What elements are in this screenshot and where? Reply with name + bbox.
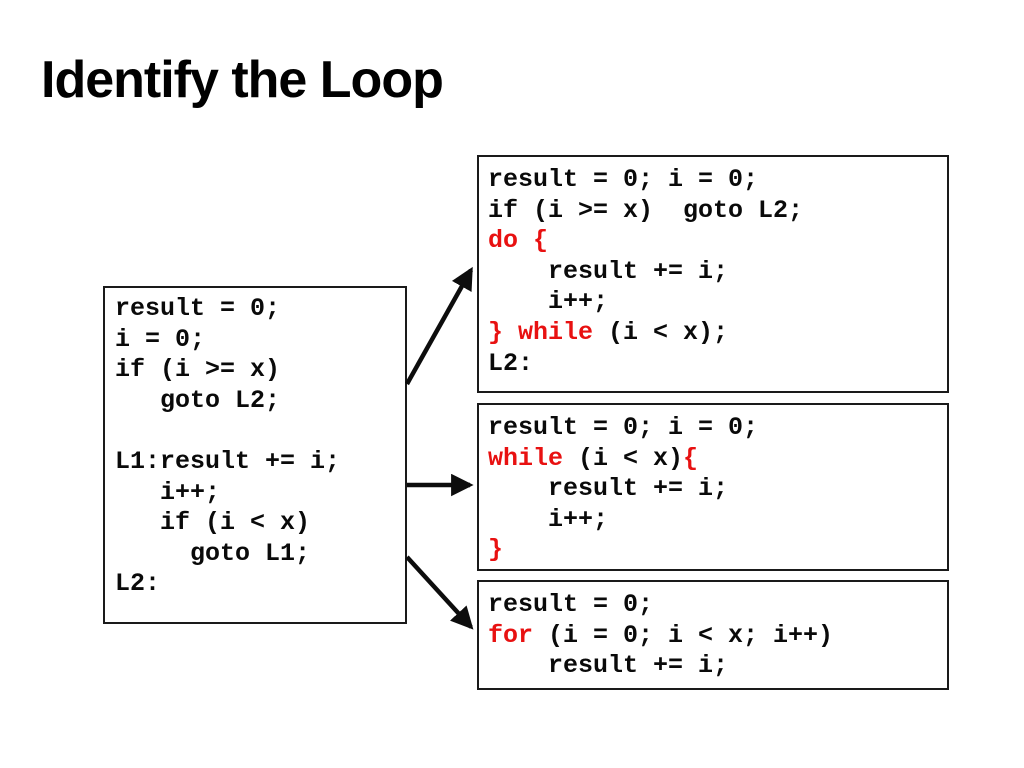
code-text: result += i; [488,256,729,286]
code-box-for-version: result = 0;for (i = 0; i < x; i++) resul… [477,580,949,690]
code-text: result = 0; i = 0; [488,165,759,194]
code-text: (i = 0; i < x; i++) [533,620,834,650]
code-keyword: do { [488,226,549,256]
code-text: i++; [488,504,609,534]
code-line: L1:result += i; [115,447,405,478]
code-line: i++; [488,505,947,536]
code-text: L2: [115,569,161,599]
code-text: goto L1; [115,538,311,568]
code-text: L2: [488,348,534,378]
code-line: for (i = 0; i < x; i++) [488,621,947,652]
code-line: goto L2; [115,386,405,417]
code-keyword: } [488,535,504,565]
code-line: result += i; [488,651,947,682]
code-line [115,416,405,447]
code-line: goto L1; [115,539,405,570]
code-text: result = 0; [115,294,281,323]
code-text: L1:result += i; [115,446,341,476]
code-text: if (i >= x) goto L2; [488,195,804,225]
code-line: result += i; [488,474,947,505]
code-text: i = 0; [115,324,206,354]
code-keyword: } while [488,317,594,347]
code-text: result += i; [488,474,729,504]
code-line: if (i >= x) goto L2; [488,196,947,227]
code-line: while (i < x){ [488,444,947,475]
code-line: result = 0; i = 0; [488,413,947,444]
code-keyword: { [683,443,699,473]
code-keyword: while [488,443,564,473]
slide-title: Identify the Loop [41,51,444,109]
code-text: result = 0; [488,590,654,619]
code-text: if (i < x) [115,508,311,538]
code-line: i++; [488,287,947,318]
code-text: (i < x); [593,317,729,347]
code-line: result = 0; i = 0; [488,165,947,196]
code-box-while-version: result = 0; i = 0;while (i < x){ result … [477,403,949,571]
code-text: result = 0; i = 0; [488,413,759,442]
code-box-goto-version: result = 0;i = 0;if (i >= x) goto L2; L1… [103,286,407,624]
code-line: } [488,535,947,566]
code-line: result = 0; [488,590,947,621]
code-line: result += i; [488,257,947,288]
code-line: if (i >= x) [115,355,405,386]
code-line: if (i < x) [115,508,405,539]
code-text: (i < x) [563,443,684,473]
arrow-to-for [405,555,474,630]
code-text: if (i >= x) [115,355,281,385]
code-line: L2: [488,349,947,380]
arrow-to-do-while [405,266,473,386]
code-line: do { [488,226,947,257]
code-text: result += i; [488,651,729,681]
code-box-do-while-version: result = 0; i = 0;if (i >= x) goto L2;do… [477,155,949,393]
code-line: i++; [115,478,405,509]
code-line: L2: [115,569,405,600]
code-line: result = 0; [115,294,405,325]
code-line: i = 0; [115,325,405,356]
code-text: goto L2; [115,385,281,415]
code-keyword: for [488,620,534,650]
code-line: } while (i < x); [488,318,947,349]
code-text: i++; [115,477,221,507]
code-text: i++; [488,287,609,317]
